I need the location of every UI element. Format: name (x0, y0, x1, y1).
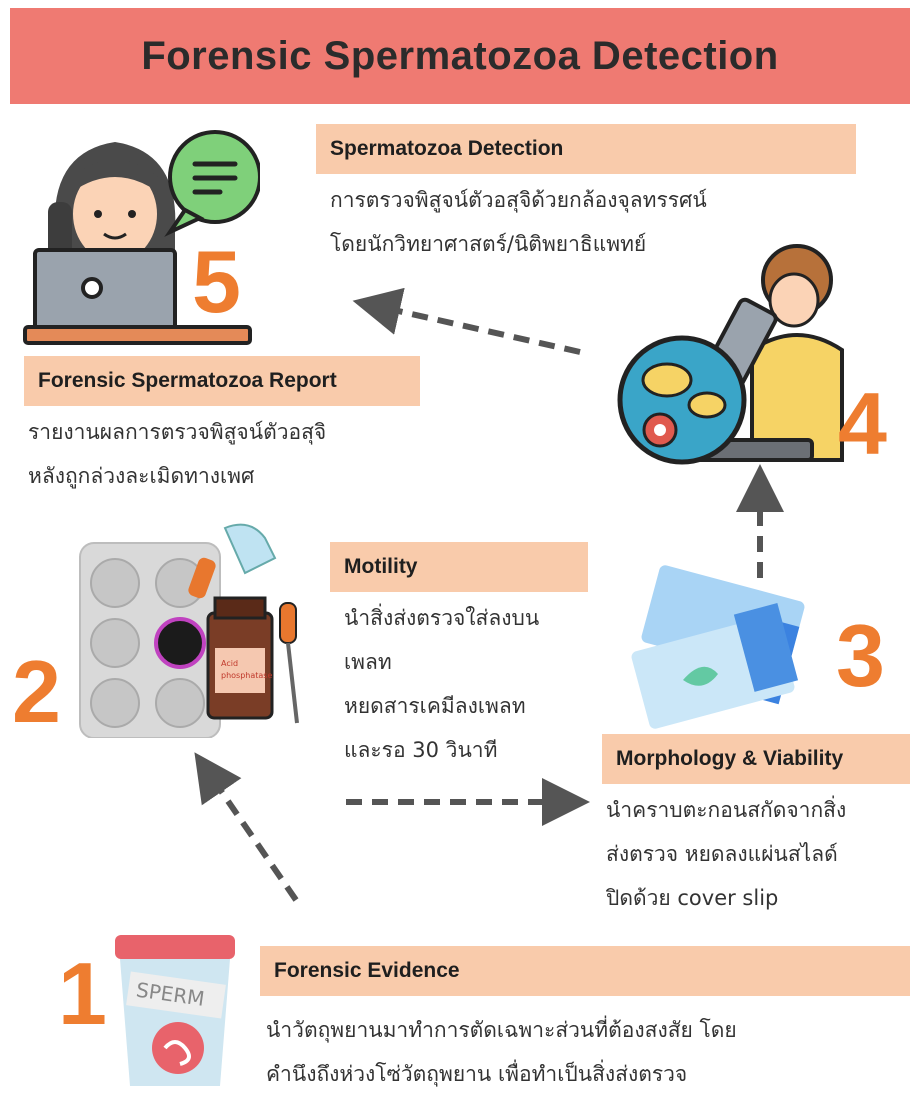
analyst-laptop-icon (23, 130, 260, 345)
page-title: Forensic Spermatozoa Detection (141, 33, 779, 78)
arrow-step1-to-step2 (194, 752, 299, 902)
step-3-line-3: ปิดด้วย cover slip (606, 886, 779, 910)
step-3-description: นำคราบตะกอนสกัดจากสิ่ง ส่งตรวจ หยดลงแผ่น… (606, 788, 910, 920)
step-3-header: Morphology & Viability (602, 734, 910, 784)
step-2-description: นำสิ่งส่งตรวจใส่ลงบน เพลท หยดสารเคมีลงเพ… (344, 596, 539, 772)
step-1-line-2: คำนึงถึงห่วงโซ่วัตถุพยาน เพื่อทำเป็นสิ่ง… (266, 1062, 688, 1086)
step-4-line-2: โดยนักวิทยาศาสตร์/นิติพยาธิแพทย์ (330, 232, 647, 256)
title-banner: Forensic Spermatozoa Detection (10, 8, 910, 104)
step-2-header: Motility (330, 542, 588, 592)
step-5-line-2: หลังถูกล่วงละเมิดทางเพศ (28, 464, 255, 488)
step-1-description: นำวัตถุพยานมาทำการตัดเฉพาะส่วนที่ต้องสงส… (266, 1008, 910, 1096)
step-4-header: Spermatozoa Detection (316, 124, 856, 174)
step-1-number: 1 (58, 944, 107, 1043)
step-2-line-1: นำสิ่งส่งตรวจใส่ลงบน (344, 606, 540, 630)
spot-plate-reagent-icon: Acid phosphatase (79, 523, 299, 738)
step-1-line-1: นำวัตถุพยานมาทำการตัดเฉพาะส่วนที่ต้องสงส… (266, 1018, 737, 1042)
step-2-line-2: เพลท (344, 650, 392, 674)
step-5-description: รายงานผลการตรวจพิสูจน์ตัวอสุจิ หลังถูกล่… (28, 410, 326, 498)
step-5-header: Forensic Spermatozoa Report (24, 356, 420, 406)
reagent-bottle-label: Acid (221, 659, 238, 668)
step-3-number: 3 (836, 606, 885, 705)
svg-text:phosphatase: phosphatase (221, 671, 272, 680)
step-2-line-3: หยดสารเคมีลงเพลท (344, 694, 526, 718)
step-5-line-1: รายงานผลการตรวจพิสูจน์ตัวอสุจิ (28, 420, 327, 444)
step-5-number: 5 (192, 232, 241, 331)
specimen-cup-icon: SPERM (115, 935, 235, 1086)
step-4-number: 4 (838, 374, 887, 473)
step-2-number: 2 (12, 642, 61, 741)
step-4-description: การตรวจพิสูจน์ตัวอสุจิด้วยกล้องจุลทรรศน์… (330, 178, 707, 266)
step-2-line-4: และรอ 30 วินาที (344, 738, 498, 762)
step-4-line-1: การตรวจพิสูจน์ตัวอสุจิด้วยกล้องจุลทรรศน์ (330, 188, 707, 212)
microscope-slide-icon (631, 565, 805, 729)
step-3-line-2: ส่งตรวจ หยดลงแผ่นสไลด์ (606, 842, 838, 866)
arrow-step4-to-step5 (352, 287, 581, 355)
step-3-line-1: นำคราบตะกอนสกัดจากสิ่ง (606, 798, 847, 822)
scientist-microscope-icon (617, 244, 844, 465)
step-1-header: Forensic Evidence (260, 946, 910, 996)
